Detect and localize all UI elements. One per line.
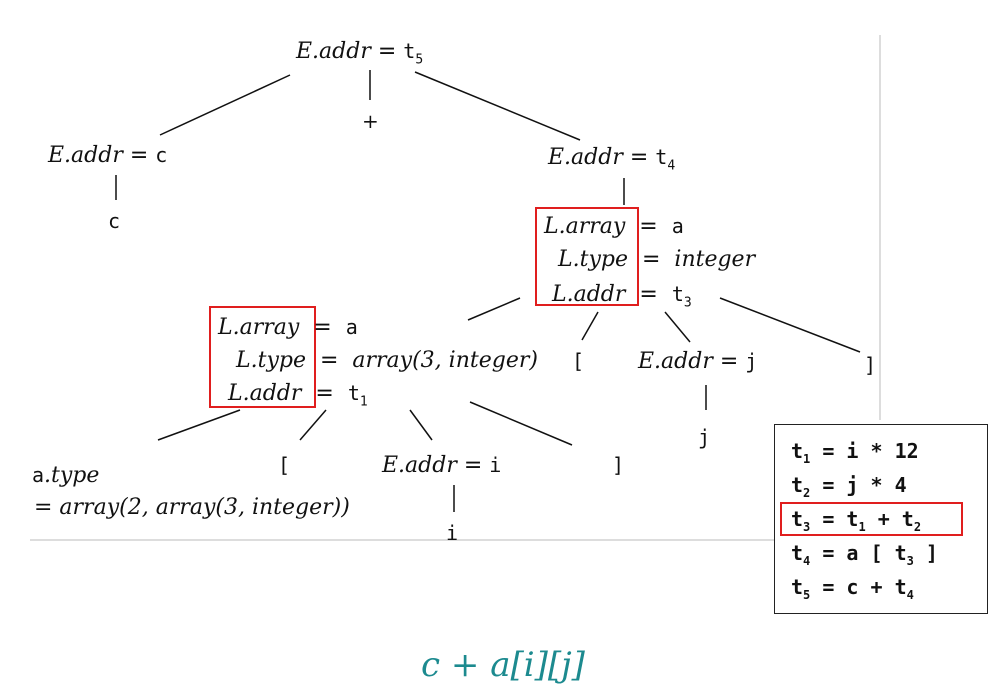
- node-Ei: E.addr = i: [382, 452, 501, 479]
- edge-L2-rbracket: [469, 401, 573, 446]
- code-row-5: t5 = c + t4: [791, 575, 914, 602]
- L2-addr-row: L.addr = t1: [228, 381, 368, 410]
- root-val: t: [403, 39, 416, 63]
- a-type-attr: .type: [44, 463, 100, 488]
- Ej-leaf: j: [698, 425, 711, 449]
- Ei-attr: E.addr: [382, 453, 457, 478]
- L2-type-val: array(3, integer): [352, 348, 538, 373]
- edge-L1-lbracket: [581, 311, 599, 341]
- left-leaf: c: [108, 209, 121, 233]
- edge-root-right: [414, 71, 581, 141]
- Ej-val: j: [745, 349, 758, 373]
- Ei-eq: =: [463, 453, 483, 478]
- a-type-var: a: [32, 463, 45, 487]
- L2-highlight-box: [209, 306, 316, 408]
- Ei-val: i: [489, 453, 502, 477]
- L2-addr-attr: L.addr: [228, 381, 302, 406]
- Ei-leaf: i: [446, 521, 459, 545]
- code-row-3-highlight: [780, 502, 963, 536]
- L2-type-attr: L.type: [236, 348, 306, 373]
- L1-addr-val: t: [671, 282, 684, 306]
- right-eq: =: [629, 145, 649, 170]
- code-row-2: t2 = j * 4: [791, 473, 907, 500]
- edge-L1-rbracket: [719, 297, 861, 353]
- L1-addr-attr: L.addr: [552, 282, 626, 307]
- a-type-line2: = array(2, array(3, integer)): [34, 495, 350, 520]
- L1-type-attr: L.type: [558, 247, 628, 272]
- left-val: c: [155, 143, 168, 167]
- L1-type-val: integer: [674, 247, 756, 272]
- right-attr: E.addr: [548, 145, 623, 170]
- code-box: t1 = i * 12 t2 = j * 4 t3 = t1 + t2 t4 =…: [774, 424, 988, 614]
- Ej-attr: E.addr: [638, 349, 713, 374]
- code-row-3: t3 = t1 + t2: [791, 507, 922, 534]
- source-expression: c + a[i][j]: [421, 645, 585, 685]
- root-sub: 5: [415, 52, 424, 68]
- edge-L1-Ej: [664, 311, 691, 343]
- L1-array-row: L.array = a: [544, 214, 684, 239]
- L1-array-val: a: [671, 214, 684, 238]
- L2-type-row: L.type = array(3, integer): [236, 348, 538, 373]
- L1-addr-row: L.addr = t3: [552, 282, 692, 311]
- L2-rbracket: ]: [612, 453, 625, 477]
- L1-rbracket: ]: [864, 353, 877, 377]
- code-row-4: t4 = a [ t3 ]: [791, 541, 938, 568]
- edge-L2-Ei: [409, 409, 433, 441]
- L2-array-val: a: [345, 315, 358, 339]
- left-eq: =: [129, 143, 149, 168]
- code-row-1: t1 = i * 12: [791, 439, 919, 466]
- L1-array-attr: L.array: [544, 214, 626, 239]
- L1-highlight-box: [535, 207, 639, 306]
- L2-array-row: L.array = a: [218, 315, 358, 340]
- edge-L2-lbracket: [299, 409, 327, 441]
- node-root: E.addr = t5: [296, 38, 423, 73]
- root-eq: =: [377, 39, 397, 64]
- L1-lbracket: [: [572, 349, 585, 373]
- right-val: t: [655, 145, 668, 169]
- L1-addr-sub: 3: [683, 295, 692, 311]
- L2-addr-sub: 1: [359, 394, 368, 410]
- right-sub: 4: [667, 158, 676, 174]
- edge-L1-L2: [467, 297, 521, 321]
- plus-leaf: +: [362, 109, 379, 133]
- L1-type-row: L.type = integer: [558, 247, 756, 272]
- L2-array-attr: L.array: [218, 315, 300, 340]
- a-type-line1: a.type: [32, 462, 99, 489]
- edge-root-left: [159, 74, 291, 136]
- root-attr: E.addr: [296, 39, 371, 64]
- node-Ej: E.addr = j: [638, 348, 757, 375]
- L2-lbracket: [: [278, 453, 291, 477]
- left-attr: E.addr: [48, 143, 123, 168]
- node-left: E.addr = c: [48, 142, 167, 169]
- L2-addr-val: t: [347, 381, 360, 405]
- Ej-eq: =: [719, 349, 739, 374]
- edge-L2-atype: [157, 409, 241, 441]
- node-right: E.addr = t4: [548, 144, 675, 179]
